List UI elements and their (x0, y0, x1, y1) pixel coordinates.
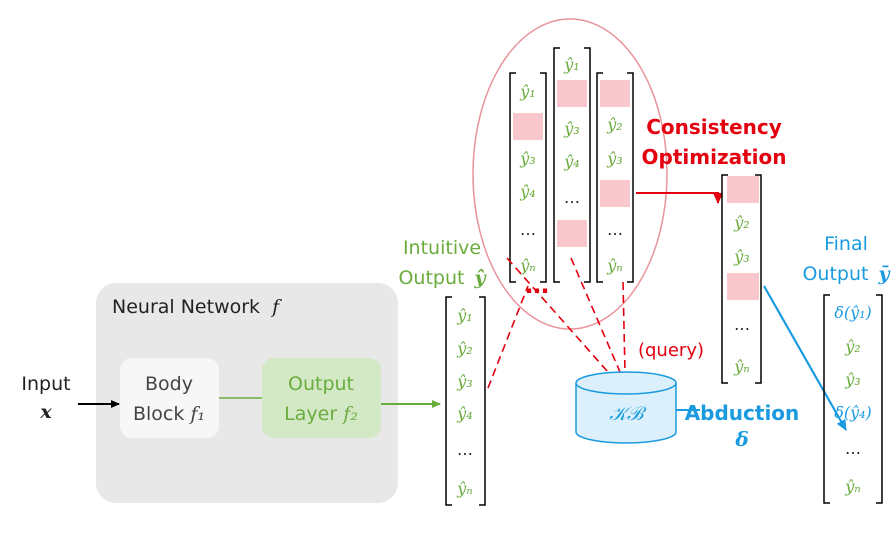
consistency-line1: Consistency (646, 115, 782, 139)
intuitive-vector-item: … (457, 440, 473, 459)
candidate-vector-2-left-bracket (553, 47, 560, 283)
body-block-line1: Body (145, 373, 193, 395)
candidate-vector-item: ŷ₂ (606, 115, 622, 134)
body-block-box (120, 358, 219, 438)
abduction-label: Abduction (685, 401, 800, 425)
dashed-line-candidate1-to-kb (506, 257, 609, 373)
optimized-vector-item: ŷₙ (733, 357, 750, 376)
candidate-vector-1-left-bracket (509, 72, 516, 283)
query-label: (query) (638, 340, 704, 361)
candidate-masked-box (513, 113, 543, 140)
final-output-line1: Final (824, 233, 868, 255)
intuitive-vector-item: ŷ₂ (456, 339, 472, 358)
final-vector-left-bracket (823, 294, 830, 504)
candidate-vector-item: ŷₙ (519, 256, 536, 275)
output-layer-line2: Layer f₂ (284, 403, 358, 425)
dashed-line-candidate3-to-kb (622, 281, 626, 373)
optimized-vector-left-bracket (721, 174, 728, 384)
candidate-vector-2-right-bracket (584, 47, 591, 283)
final-output-line2: Output ȳ (802, 263, 891, 285)
candidate-vector-item: ŷₙ (606, 256, 623, 275)
optimized-masked-box (727, 273, 759, 300)
intuitive-output-line2: Output ŷ (398, 267, 487, 289)
candidate-vector-item: ŷ₃ (563, 119, 579, 138)
intuitive-vector-item: ŷ₃ (456, 372, 472, 391)
candidate-vector-item: ŷ₁ (519, 82, 535, 101)
candidate-vector-3-right-bracket (627, 72, 634, 283)
optimized-vector-item: … (734, 315, 750, 334)
final-vector-item: ŷₙ (844, 477, 861, 496)
consistency-arrow (636, 192, 723, 204)
final-vector-item: … (845, 439, 861, 458)
neural-network-label: Neural Network f (112, 296, 282, 318)
candidate-vector-item: … (607, 220, 623, 239)
optimized-vector: ŷ₂ ŷ₃ … ŷₙ (727, 176, 759, 376)
dashed-line-candidate2-to-kb (570, 257, 621, 373)
intuitive-vector-right-bracket (479, 296, 486, 506)
input-label: Input (21, 373, 70, 395)
neural-network-box (96, 283, 398, 503)
body-block-line2: Block f₁ (133, 403, 205, 425)
intuitive-vector-item: ŷ₄ (456, 404, 472, 423)
final-vector-item: ŷ₃ (844, 370, 860, 389)
intuitive-vector: ŷ₁ ŷ₂ ŷ₃ ŷ₄ … ŷₙ (456, 306, 473, 498)
candidate-vector-item: ŷ₃ (519, 149, 535, 168)
abduction-symbol: δ (734, 427, 748, 451)
intuitive-vector-item: ŷ₁ (456, 306, 472, 325)
candidate-masked-box (557, 220, 587, 247)
optimized-vector-item: ŷ₃ (733, 247, 749, 266)
optimized-masked-box (727, 176, 759, 203)
dashed-line-intuitive-to-ellipse (487, 285, 529, 389)
candidate-masked-box (600, 180, 630, 207)
candidate-vector-item: … (520, 220, 536, 239)
consistency-line2: Optimization (642, 145, 787, 169)
abduction-arrow (763, 285, 847, 431)
knowledge-base-label: 𝒦ℬ (609, 403, 647, 425)
output-layer-line1: Output (288, 373, 354, 395)
candidate-vector-item: … (564, 188, 580, 207)
knowledge-base-cylinder: 𝒦ℬ (575, 371, 677, 444)
candidate-masked-box (557, 80, 587, 107)
candidate-vectors: ŷ₁ ŷ₃ ŷ₄ … ŷₙ ŷ₁ ŷ₃ ŷ₄ … ŷ₂ ŷ₃ … ŷₙ (509, 47, 634, 283)
input-symbol: x (39, 401, 52, 423)
intuitive-vector-item: ŷₙ (456, 479, 473, 498)
candidate-masked-box (600, 80, 630, 107)
intuitive-output-line1: Intuitive (403, 237, 481, 259)
final-vector: δ(ŷ₁) ŷ₂ ŷ₃ δ(ŷ₄) … ŷₙ (834, 303, 872, 496)
candidate-vector-item: ŷ₃ (606, 149, 622, 168)
candidate-vector-3-left-bracket (596, 72, 603, 283)
candidate-vector-item: ŷ₄ (563, 152, 579, 171)
optimized-vector-item: ŷ₂ (733, 213, 749, 232)
output-layer-box (262, 358, 381, 438)
candidates-ellipsis: … (525, 271, 549, 299)
final-vector-item: δ(ŷ₁) (834, 303, 872, 322)
final-vector-item: ŷ₂ (844, 337, 860, 356)
intuitive-vector-left-bracket (445, 296, 452, 506)
final-vector-item: δ(ŷ₄) (834, 403, 872, 422)
candidate-vector-item: ŷ₁ (563, 55, 579, 74)
final-vector-right-bracket (876, 294, 883, 504)
candidate-vector-item: ŷ₄ (519, 182, 535, 201)
optimized-vector-right-bracket (755, 174, 762, 384)
candidate-vector-1-right-bracket (540, 72, 547, 283)
